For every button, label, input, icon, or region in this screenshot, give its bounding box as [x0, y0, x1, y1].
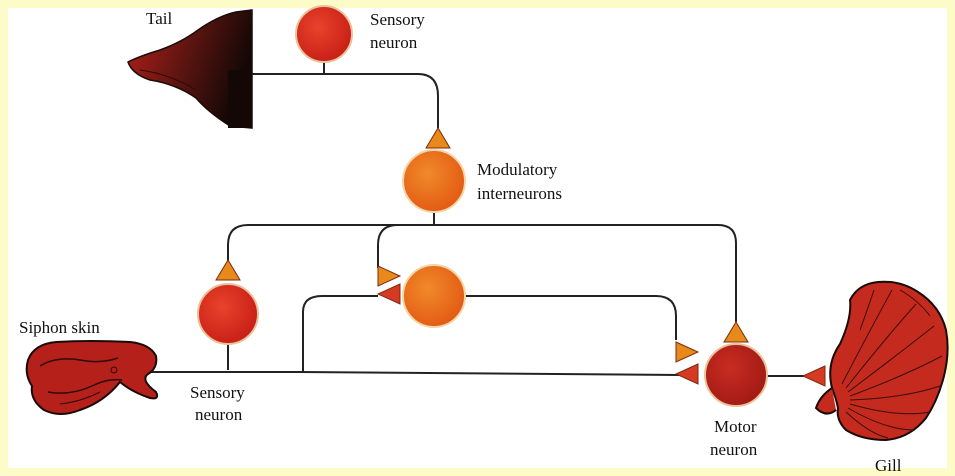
label-modulatory-1: Modulatory [477, 160, 558, 179]
label-sensory-neuron-bottom-2: neuron [195, 405, 243, 424]
sensory-neuron-top [295, 5, 353, 63]
terminal-motor-upper [675, 341, 700, 363]
gill-illustration [814, 280, 949, 442]
terminal-interneuron-upper [377, 265, 402, 287]
siphon-skin-illustration [25, 340, 159, 415]
axon-lines [115, 62, 805, 377]
label-sensory-neuron-top-2: neuron [370, 33, 418, 52]
label-motor-neuron-1: Motor [714, 417, 757, 436]
tail-illustration [127, 9, 253, 129]
label-gill: Gill [875, 456, 902, 475]
terminal-motor-lower [674, 363, 699, 385]
label-modulatory-2: interneurons [477, 184, 562, 203]
terminal-motor-modulatory [723, 321, 749, 343]
terminal-modulatory-in [425, 127, 451, 149]
label-tail: Tail [146, 9, 172, 28]
label-sensory-neuron-bottom-1: Sensory [190, 383, 245, 402]
terminal-interneuron-lower [376, 283, 401, 305]
sensory-neuron-bottom [197, 283, 259, 345]
facilitating-interneuron [402, 264, 466, 328]
label-siphon-skin: Siphon skin [19, 318, 100, 337]
terminal-gill [801, 365, 826, 387]
terminal-sensory-presynaptic [215, 259, 241, 281]
label-sensory-neuron-top-1: Sensory [370, 10, 425, 29]
motor-neuron [704, 343, 768, 407]
label-motor-neuron-2: neuron [710, 440, 758, 459]
modulatory-interneuron [402, 149, 466, 213]
